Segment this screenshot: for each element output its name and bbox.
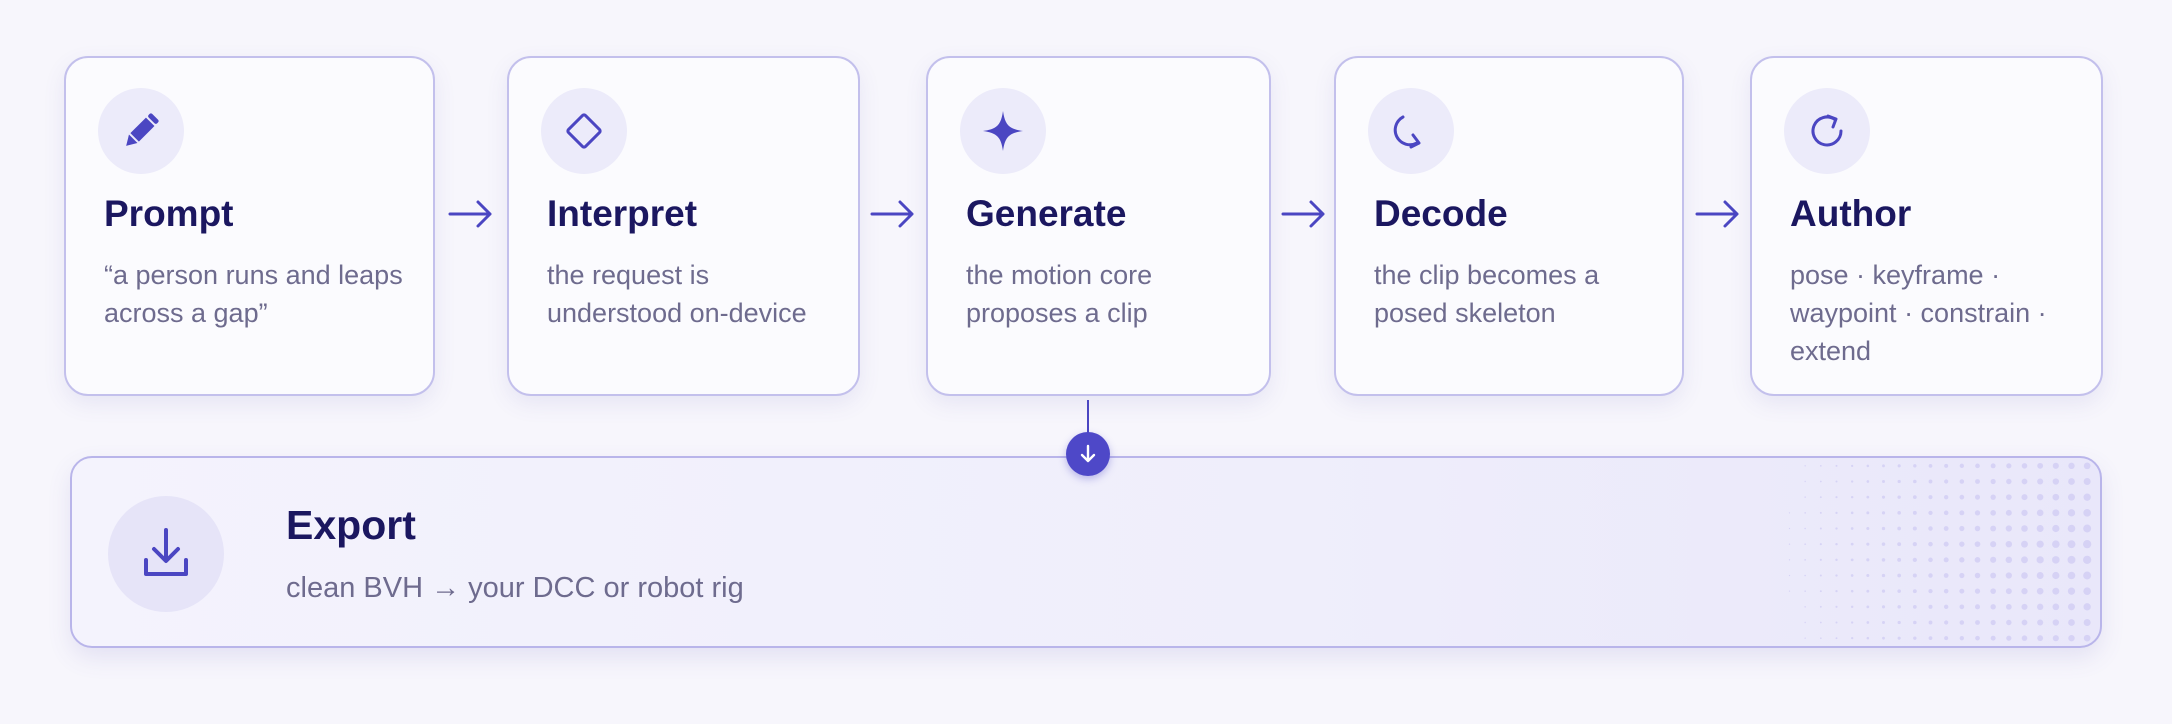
step-title: Prompt (104, 193, 234, 234)
export-description: clean BVH → your DCC or robot rig (286, 572, 744, 604)
arrow-right-icon (1281, 200, 1325, 228)
step-description: “a person runs and leaps across a gap” (104, 260, 403, 328)
step-card-prompt: Prompt “a person runs and leaps across a… (64, 56, 435, 396)
arrow-right-icon (1695, 200, 1739, 228)
pencil-icon (98, 88, 184, 174)
arrow-down-icon (1066, 432, 1110, 476)
step-card-interpret: Interpret the request is understood on-d… (507, 56, 860, 396)
curve-arrow-icon (1368, 88, 1454, 174)
step-description: the request is understood on-device (547, 260, 807, 328)
step-description: pose · keyframe · waypoint · constrain ·… (1790, 260, 2047, 366)
export-title: Export (286, 502, 416, 548)
arrow-right-icon (870, 200, 914, 228)
diamond-icon (541, 88, 627, 174)
export-panel: Export clean BVH → your DCC or robot rig (70, 456, 2102, 648)
step-description: the clip becomes a posed skeleton (1374, 260, 1600, 328)
dot-pattern-decoration (1788, 462, 2092, 642)
sparkle-icon (960, 88, 1046, 174)
step-description: the motion core proposes a clip (966, 260, 1153, 328)
step-title: Author (1790, 193, 1912, 234)
refresh-icon (1784, 88, 1870, 174)
download-icon (108, 496, 224, 612)
step-card-author: Author pose · keyframe · waypoint · cons… (1750, 56, 2103, 396)
step-card-generate: Generate the motion core proposes a clip (926, 56, 1271, 396)
step-title: Generate (966, 193, 1127, 234)
step-title: Decode (1374, 193, 1508, 234)
step-title: Interpret (547, 193, 698, 234)
arrow-right-icon (448, 200, 492, 228)
step-card-decode: Decode the clip becomes a posed skeleton (1334, 56, 1684, 396)
connector-line (1087, 400, 1089, 436)
